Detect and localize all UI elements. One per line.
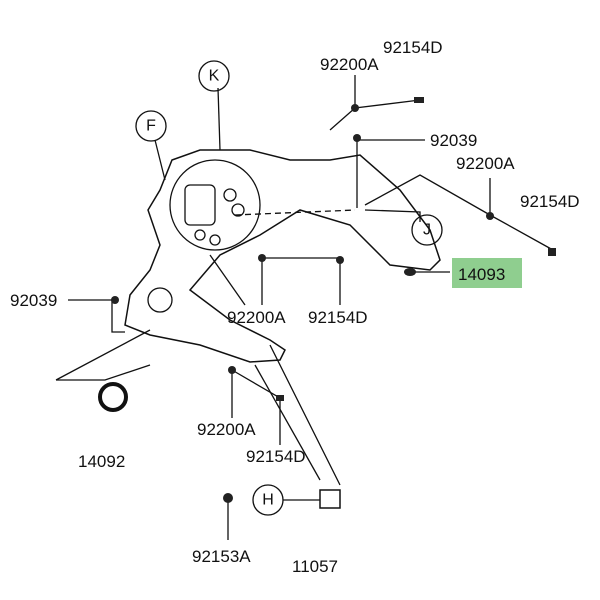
label-92154D[interactable]: 92154D: [308, 308, 368, 327]
label-14092[interactable]: 14092: [78, 452, 125, 471]
label-92039[interactable]: 92039: [10, 291, 57, 310]
ref-K: K: [198, 60, 230, 92]
label-92200A[interactable]: 92200A: [320, 55, 379, 74]
highlight-box: [452, 258, 522, 288]
label-92154D[interactable]: 92154D: [246, 447, 306, 466]
label-11057[interactable]: 11057: [292, 557, 338, 576]
ref-H: H: [252, 484, 284, 516]
ref-F: F: [135, 110, 167, 142]
label-92154D[interactable]: 92154D: [520, 192, 580, 211]
clip-92039: [353, 134, 361, 142]
ref-J: J: [411, 214, 443, 246]
svg-text:J: J: [423, 222, 431, 239]
label-92039[interactable]: 92039: [430, 131, 477, 150]
leader-lines: [55, 75, 554, 540]
label-92200A[interactable]: 92200A: [456, 154, 515, 173]
bolt-92200A-right: [486, 212, 494, 220]
bolt-92200A: [351, 104, 359, 112]
fasteners: [98, 97, 556, 509]
label-92154D[interactable]: 92154D: [383, 38, 443, 57]
label-14093[interactable]: 14093: [458, 265, 505, 284]
screw-92154D: [414, 97, 424, 103]
nut-14093: [404, 268, 416, 276]
label-92200A[interactable]: 92200A: [197, 420, 256, 439]
inner-cowl-part[interactable]: [124, 149, 441, 363]
label-92200A[interactable]: 92200A: [227, 308, 286, 327]
svg-text:H: H: [262, 492, 274, 509]
grommet-14092: [98, 382, 128, 412]
svg-text:K: K: [209, 68, 220, 85]
svg-text:F: F: [146, 118, 156, 135]
screw-92154D-right: [548, 248, 556, 256]
label-92153A[interactable]: 92153A: [192, 547, 251, 566]
bracket-11057: [319, 489, 341, 509]
